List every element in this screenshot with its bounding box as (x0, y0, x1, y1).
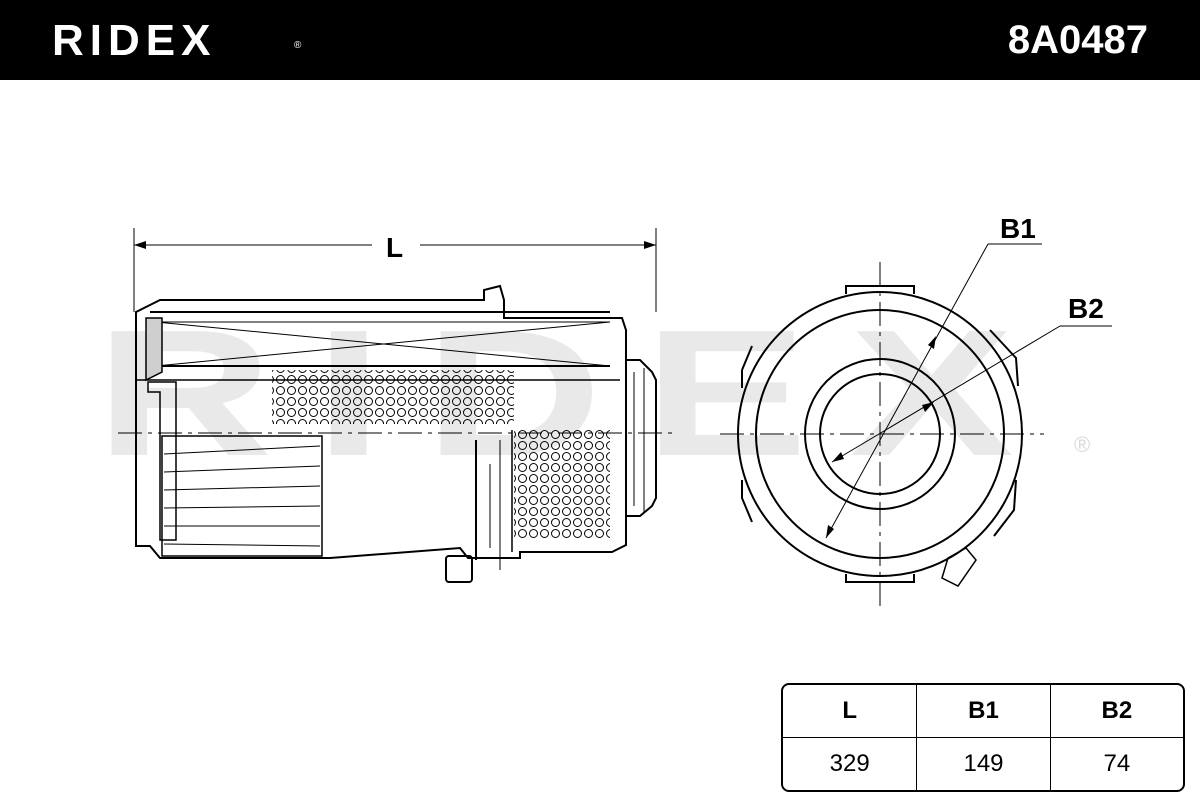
part-number: 8A0487 (1007, 18, 1148, 62)
dimension-label-b2: B2 (1068, 293, 1104, 324)
side-view (133, 228, 657, 583)
b1-dimension-line (825, 243, 1042, 539)
header-bar: RIDEX ® 8A0487 (0, 0, 1200, 80)
value-b2: 74 (1049, 738, 1183, 790)
technical-drawing: RIDEX ® (95, 213, 1112, 608)
header-b1: B1 (916, 685, 1050, 738)
registered-mark: ® (294, 40, 302, 51)
value-b1: 149 (916, 738, 1049, 790)
value-l: 329 (829, 750, 870, 777)
dimension-label-b1: B1 (1000, 213, 1036, 244)
header-b2: B2 (1049, 685, 1183, 738)
dimensions-value-row: 329 149 74 (783, 738, 1183, 790)
dimensions-table: L B1 B2 329 149 74 (781, 683, 1185, 792)
watermark-registered-mark: ® (1074, 432, 1090, 457)
dimensions-header-row: L B1 B2 (783, 685, 1183, 738)
header-l: L (783, 685, 917, 738)
brand-logo: RIDEX (52, 16, 217, 65)
b2-dimension-line (831, 325, 1112, 463)
dimension-label-l: L (386, 232, 403, 263)
